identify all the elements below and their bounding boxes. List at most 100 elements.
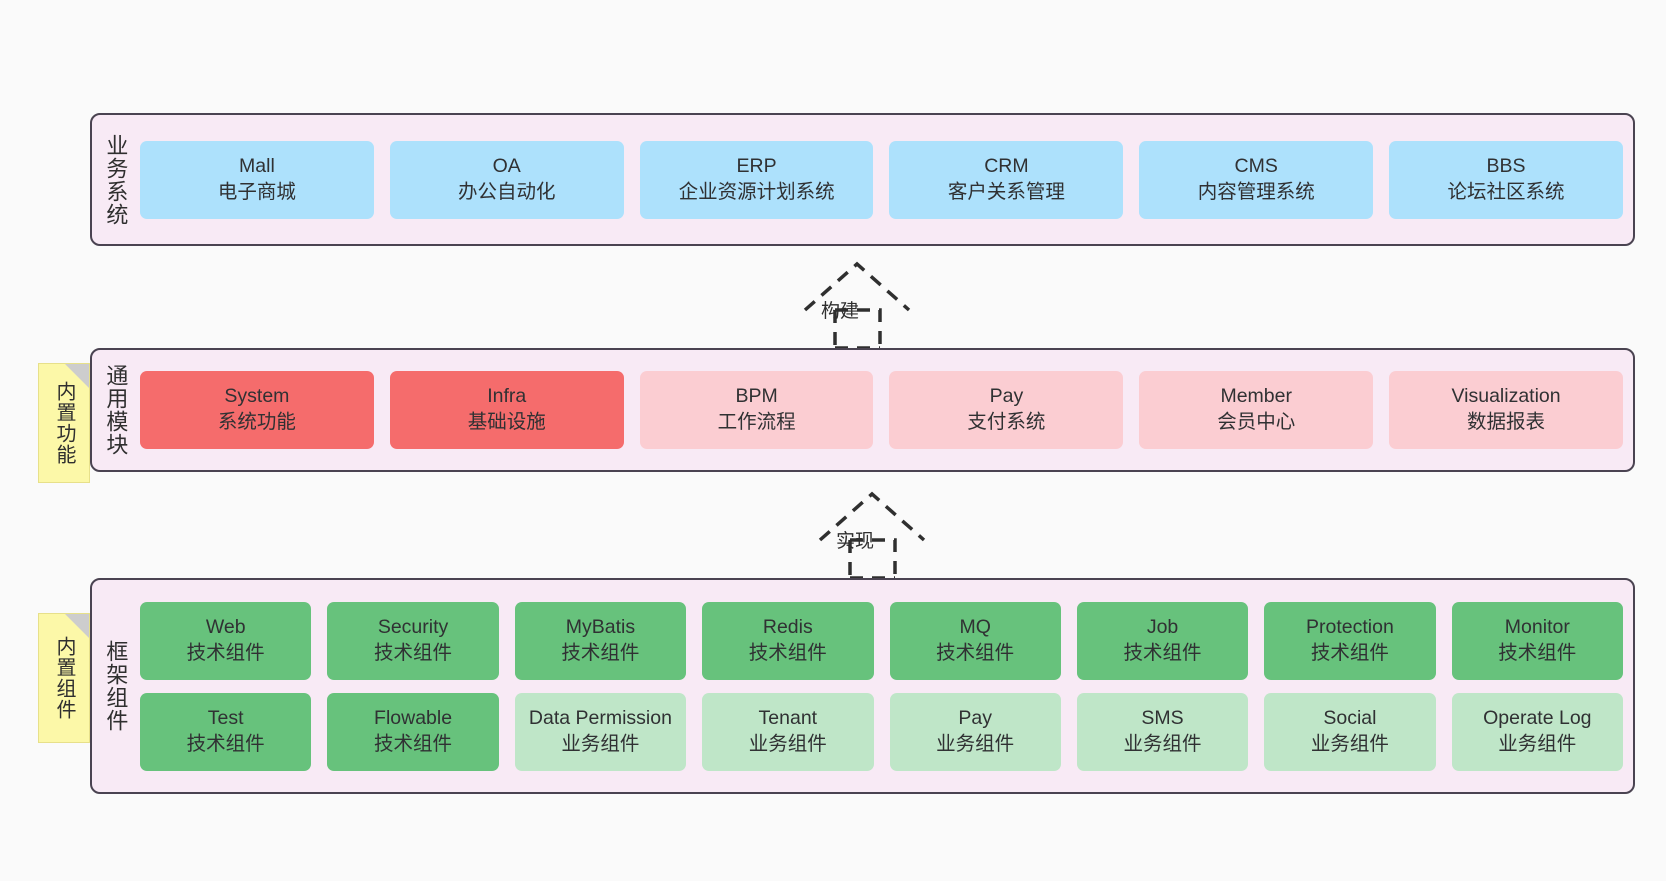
card-erp[interactable]: ERP 企业资源计划系统: [639, 140, 874, 219]
card-title: BPM: [735, 385, 778, 408]
card-row: Web 技术组件 Security 技术组件 MyBatis 技术组件 Redi…: [140, 601, 1623, 680]
card-mybatis[interactable]: MyBatis 技术组件: [514, 601, 687, 680]
card-visualization[interactable]: Visualization 数据报表: [1389, 371, 1623, 449]
card-title: Monitor: [1504, 615, 1570, 638]
card-subtitle: 业务组件: [561, 732, 640, 755]
card-mq[interactable]: MQ 技术组件: [889, 601, 1061, 680]
card-title: Web: [205, 615, 246, 638]
card-title: ERP: [736, 154, 777, 177]
card-title: CRM: [984, 154, 1029, 177]
card-mall[interactable]: Mall 电子商城: [140, 140, 374, 219]
layer-body-framework: Web 技术组件 Security 技术组件 MyBatis 技术组件 Redi…: [138, 580, 1633, 792]
card-subtitle: 企业资源计划系统: [678, 180, 835, 203]
card-subtitle: 业务组件: [936, 732, 1015, 755]
card-infra[interactable]: Infra 基础设施: [389, 371, 624, 449]
card-row: Test 技术组件 Flowable 技术组件 Data Permission …: [140, 692, 1623, 771]
card-title: MQ: [959, 615, 991, 638]
layer-framework-component: 框架组件 Web 技术组件 Security 技术组件 MyBatis 技术组件…: [90, 578, 1635, 794]
card-cms[interactable]: CMS 内容管理系统: [1139, 140, 1374, 219]
card-title: Protection: [1306, 615, 1394, 638]
card-system[interactable]: System 系统功能: [140, 371, 374, 449]
card-subtitle: 基础设施: [467, 411, 546, 433]
card-title: OA: [492, 154, 521, 177]
card-bbs[interactable]: BBS 论坛社区系统: [1389, 140, 1623, 219]
card-protection[interactable]: Protection 技术组件: [1264, 601, 1436, 680]
card-title: MyBatis: [565, 615, 636, 638]
card-subtitle: 技术组件: [748, 641, 827, 664]
card-subtitle: 客户关系管理: [947, 180, 1065, 203]
card-title: Pay: [958, 706, 992, 729]
card-row: System 系统功能 Infra 基础设施 BPM 工作流程 Pay 支付系统…: [140, 371, 1623, 449]
card-title: SMS: [1141, 706, 1184, 729]
card-subtitle: 工作流程: [717, 411, 796, 433]
card-data-permission[interactable]: Data Permission 业务组件: [514, 692, 687, 771]
card-subtitle: 技术组件: [186, 641, 265, 664]
card-title: Test: [207, 706, 244, 729]
card-pay[interactable]: Pay 支付系统: [889, 371, 1124, 449]
layer-body-business: Mall 电子商城 OA 办公自动化 ERP 企业资源计划系统 CRM 客户关系…: [138, 115, 1633, 244]
card-subtitle: 技术组件: [1498, 641, 1577, 664]
card-subtitle: 业务组件: [1498, 732, 1577, 755]
card-title: Visualization: [1451, 385, 1561, 408]
card-test[interactable]: Test 技术组件: [140, 692, 312, 771]
card-social[interactable]: Social 业务组件: [1264, 692, 1436, 771]
card-title: Redis: [762, 615, 813, 638]
note-builtin-features: 内置功能: [38, 363, 90, 483]
card-oa[interactable]: OA 办公自动化: [389, 140, 624, 219]
card-job[interactable]: Job 技术组件: [1076, 601, 1249, 680]
card-subtitle: 技术组件: [936, 641, 1015, 664]
note-text: 内置组件: [53, 636, 75, 720]
card-title: Security: [377, 615, 449, 638]
card-title: Flowable: [374, 706, 453, 729]
card-title: Mall: [239, 154, 275, 177]
card-subtitle: 论坛社区系统: [1447, 180, 1565, 203]
card-title: Social: [1323, 706, 1377, 729]
card-subtitle: 技术组件: [1310, 641, 1389, 664]
card-web[interactable]: Web 技术组件: [140, 601, 312, 680]
card-crm[interactable]: CRM 客户关系管理: [889, 140, 1124, 219]
card-subtitle: 技术组件: [1123, 641, 1202, 664]
card-title: Tenant: [758, 706, 818, 729]
card-tenant[interactable]: Tenant 业务组件: [702, 692, 874, 771]
card-title: Infra: [487, 385, 527, 408]
card-subtitle: 技术组件: [374, 641, 453, 664]
layer-title-business: 业务系统: [103, 133, 129, 226]
card-title: Operate Log: [1483, 706, 1592, 729]
note-text: 内置功能: [53, 381, 75, 465]
card-subtitle: 技术组件: [374, 732, 453, 755]
layer-business-system: 业务系统 Mall 电子商城 OA 办公自动化 ERP 企业资源计划系统 CRM: [90, 113, 1635, 246]
card-subtitle: 电子商城: [217, 180, 296, 203]
card-subtitle: 技术组件: [186, 732, 265, 755]
card-member[interactable]: Member 会员中心: [1139, 371, 1374, 449]
card-sms[interactable]: SMS 业务组件: [1076, 692, 1249, 771]
layer-title-framework: 框架组件: [103, 640, 129, 732]
card-pay-business[interactable]: Pay 业务组件: [889, 692, 1061, 771]
card-title: System: [224, 385, 290, 408]
card-subtitle: 技术组件: [561, 641, 640, 664]
card-security[interactable]: Security 技术组件: [327, 601, 499, 680]
layer-common-module: 通用模块 System 系统功能 Infra 基础设施 BPM 工作流程 Pay: [90, 348, 1635, 472]
card-title: Member: [1220, 385, 1292, 408]
card-row: Mall 电子商城 OA 办公自动化 ERP 企业资源计划系统 CRM 客户关系…: [140, 140, 1623, 219]
connector-build-label: 构建: [821, 301, 860, 322]
card-subtitle: 会员中心: [1217, 411, 1296, 433]
note-builtin-components: 内置组件: [38, 613, 90, 743]
card-subtitle: 办公自动化: [457, 180, 556, 203]
card-title: Data Permission: [528, 706, 672, 729]
card-subtitle: 数据报表: [1467, 411, 1546, 433]
card-title: BBS: [1486, 154, 1526, 177]
card-flowable[interactable]: Flowable 技术组件: [327, 692, 499, 771]
connector-implement-arrow: [818, 491, 926, 580]
card-title: CMS: [1234, 154, 1278, 177]
card-subtitle: 系统功能: [217, 411, 296, 433]
card-redis[interactable]: Redis 技术组件: [702, 601, 874, 680]
card-monitor[interactable]: Monitor 技术组件: [1451, 601, 1623, 680]
card-bpm[interactable]: BPM 工作流程: [639, 371, 874, 449]
card-subtitle: 支付系统: [967, 411, 1046, 433]
card-subtitle: 业务组件: [748, 732, 827, 755]
connector-build-arrow: [803, 261, 911, 350]
card-operate-log[interactable]: Operate Log 业务组件: [1451, 692, 1623, 771]
layer-title-common: 通用模块: [103, 364, 129, 456]
card-subtitle: 内容管理系统: [1197, 180, 1315, 203]
